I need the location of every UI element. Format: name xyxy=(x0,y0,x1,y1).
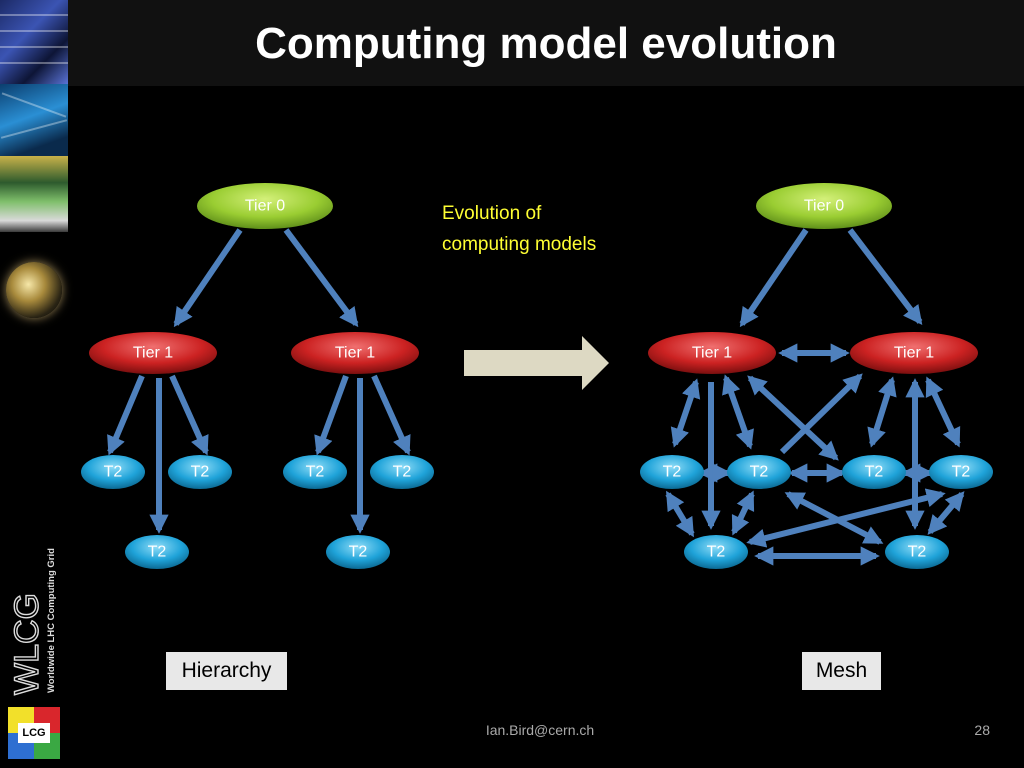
mesh-t2-node: T2 xyxy=(640,455,704,489)
mesh-caption: Mesh xyxy=(802,652,881,690)
mesh-t2-node: T2 xyxy=(684,535,748,569)
globe-icon xyxy=(6,262,62,318)
evolution-annotation: Evolution of computing models xyxy=(442,198,596,260)
footer-email: Ian.Bird@cern.ch xyxy=(485,722,595,738)
node-label: T2 xyxy=(349,544,368,561)
mesh-tier1-node: Tier 1 xyxy=(850,332,978,374)
arrow-tier1-to-t2 xyxy=(670,378,701,448)
transition-arrow-icon xyxy=(464,336,609,390)
node-label: T2 xyxy=(707,544,726,561)
mesh-tier1-node: Tier 1 xyxy=(648,332,776,374)
lcg-logo: LCG xyxy=(8,707,60,759)
hierarchy-tier1-node: Tier 1 xyxy=(291,332,419,374)
mesh-t2-node: T2 xyxy=(929,455,993,489)
arrow-tier1-to-t2 xyxy=(169,374,209,456)
hierarchy-t2-node: T2 xyxy=(326,535,390,569)
node-label: T2 xyxy=(663,464,682,481)
annotation-line: Evolution of xyxy=(442,203,542,224)
arrow-tier1-to-t2-cross xyxy=(747,375,839,461)
arrow-tier0-to-tier1-right xyxy=(283,228,359,328)
wlcg-logo-text: WLCG xyxy=(8,593,46,695)
arrow-tier1-to-t2 xyxy=(371,374,411,456)
lcg-badge-text: LCG xyxy=(22,727,45,739)
node-label: Tier 0 xyxy=(245,198,285,215)
node-label: T2 xyxy=(952,464,971,481)
node-label: T2 xyxy=(191,464,210,481)
node-label: T2 xyxy=(865,464,884,481)
wlcg-logo-subtext: Worldwide LHC Computing Grid xyxy=(46,548,57,693)
mesh-t2-node: T2 xyxy=(727,455,791,489)
hierarchy-t2-node: T2 xyxy=(370,455,434,489)
hierarchy-t2-node: T2 xyxy=(81,455,145,489)
hierarchy-t2-node: T2 xyxy=(168,455,232,489)
wlcg-logo: WLCG Worldwide LHC Computing Grid xyxy=(7,548,57,696)
arrow-tier1-to-t2 xyxy=(867,376,897,448)
mesh-t2-node: T2 xyxy=(885,535,949,569)
arrow-tier1-to-t2 xyxy=(925,376,961,448)
node-label: T2 xyxy=(750,464,769,481)
title-bar xyxy=(68,0,1024,86)
mesh-arrows xyxy=(665,228,965,566)
annotation-line: computing models xyxy=(442,234,597,255)
node-label: Tier 0 xyxy=(804,198,844,215)
slide-title: Computing model evolution xyxy=(255,19,837,68)
arrow-tier1-to-t2 xyxy=(107,374,145,456)
node-label: Tier 1 xyxy=(133,345,173,362)
arrow-tier0-to-tier1-right xyxy=(847,228,923,326)
hierarchy-caption: Hierarchy xyxy=(166,652,287,690)
arrow-tier1-to-t2 xyxy=(722,374,754,450)
network-cable-photo xyxy=(0,84,68,156)
page-number: 28 xyxy=(974,722,990,738)
sidebar-decoration: WLCG Worldwide LHC Computing Grid LCG xyxy=(0,0,68,768)
server-rack-photo xyxy=(0,0,68,84)
node-label: T2 xyxy=(148,544,167,561)
hierarchy-tier1-node: Tier 1 xyxy=(89,332,217,374)
arrow-tier0-to-tier1-left xyxy=(173,228,243,328)
arrow-t2-to-t2-cross xyxy=(784,491,884,545)
node-label: Tier 1 xyxy=(894,345,934,362)
node-label: T2 xyxy=(393,464,412,481)
node-label: Tier 1 xyxy=(335,345,375,362)
hierarchy-t2-node: T2 xyxy=(125,535,189,569)
node-label: T2 xyxy=(104,464,123,481)
arrow-t2-to-tier1-cross xyxy=(779,373,863,455)
arrow-t2-to-t2 xyxy=(731,490,755,536)
node-label: T2 xyxy=(908,544,927,561)
arrow-t2-to-t2 xyxy=(927,491,965,535)
arrow-t2-to-t2 xyxy=(665,490,695,538)
fiber-patch-panel-photo xyxy=(0,156,68,232)
hierarchy-arrows xyxy=(107,228,411,534)
hierarchy-t2-node: T2 xyxy=(283,455,347,489)
node-label: Tier 1 xyxy=(692,345,732,362)
node-label: T2 xyxy=(306,464,325,481)
mesh-t2-node: T2 xyxy=(842,455,906,489)
arrow-tier1-to-t2 xyxy=(314,374,349,456)
mesh-tier0-node: Tier 0 xyxy=(756,183,892,229)
arrow-tier0-to-tier1-left xyxy=(739,228,809,328)
hierarchy-tier0-node: Tier 0 xyxy=(197,183,333,229)
